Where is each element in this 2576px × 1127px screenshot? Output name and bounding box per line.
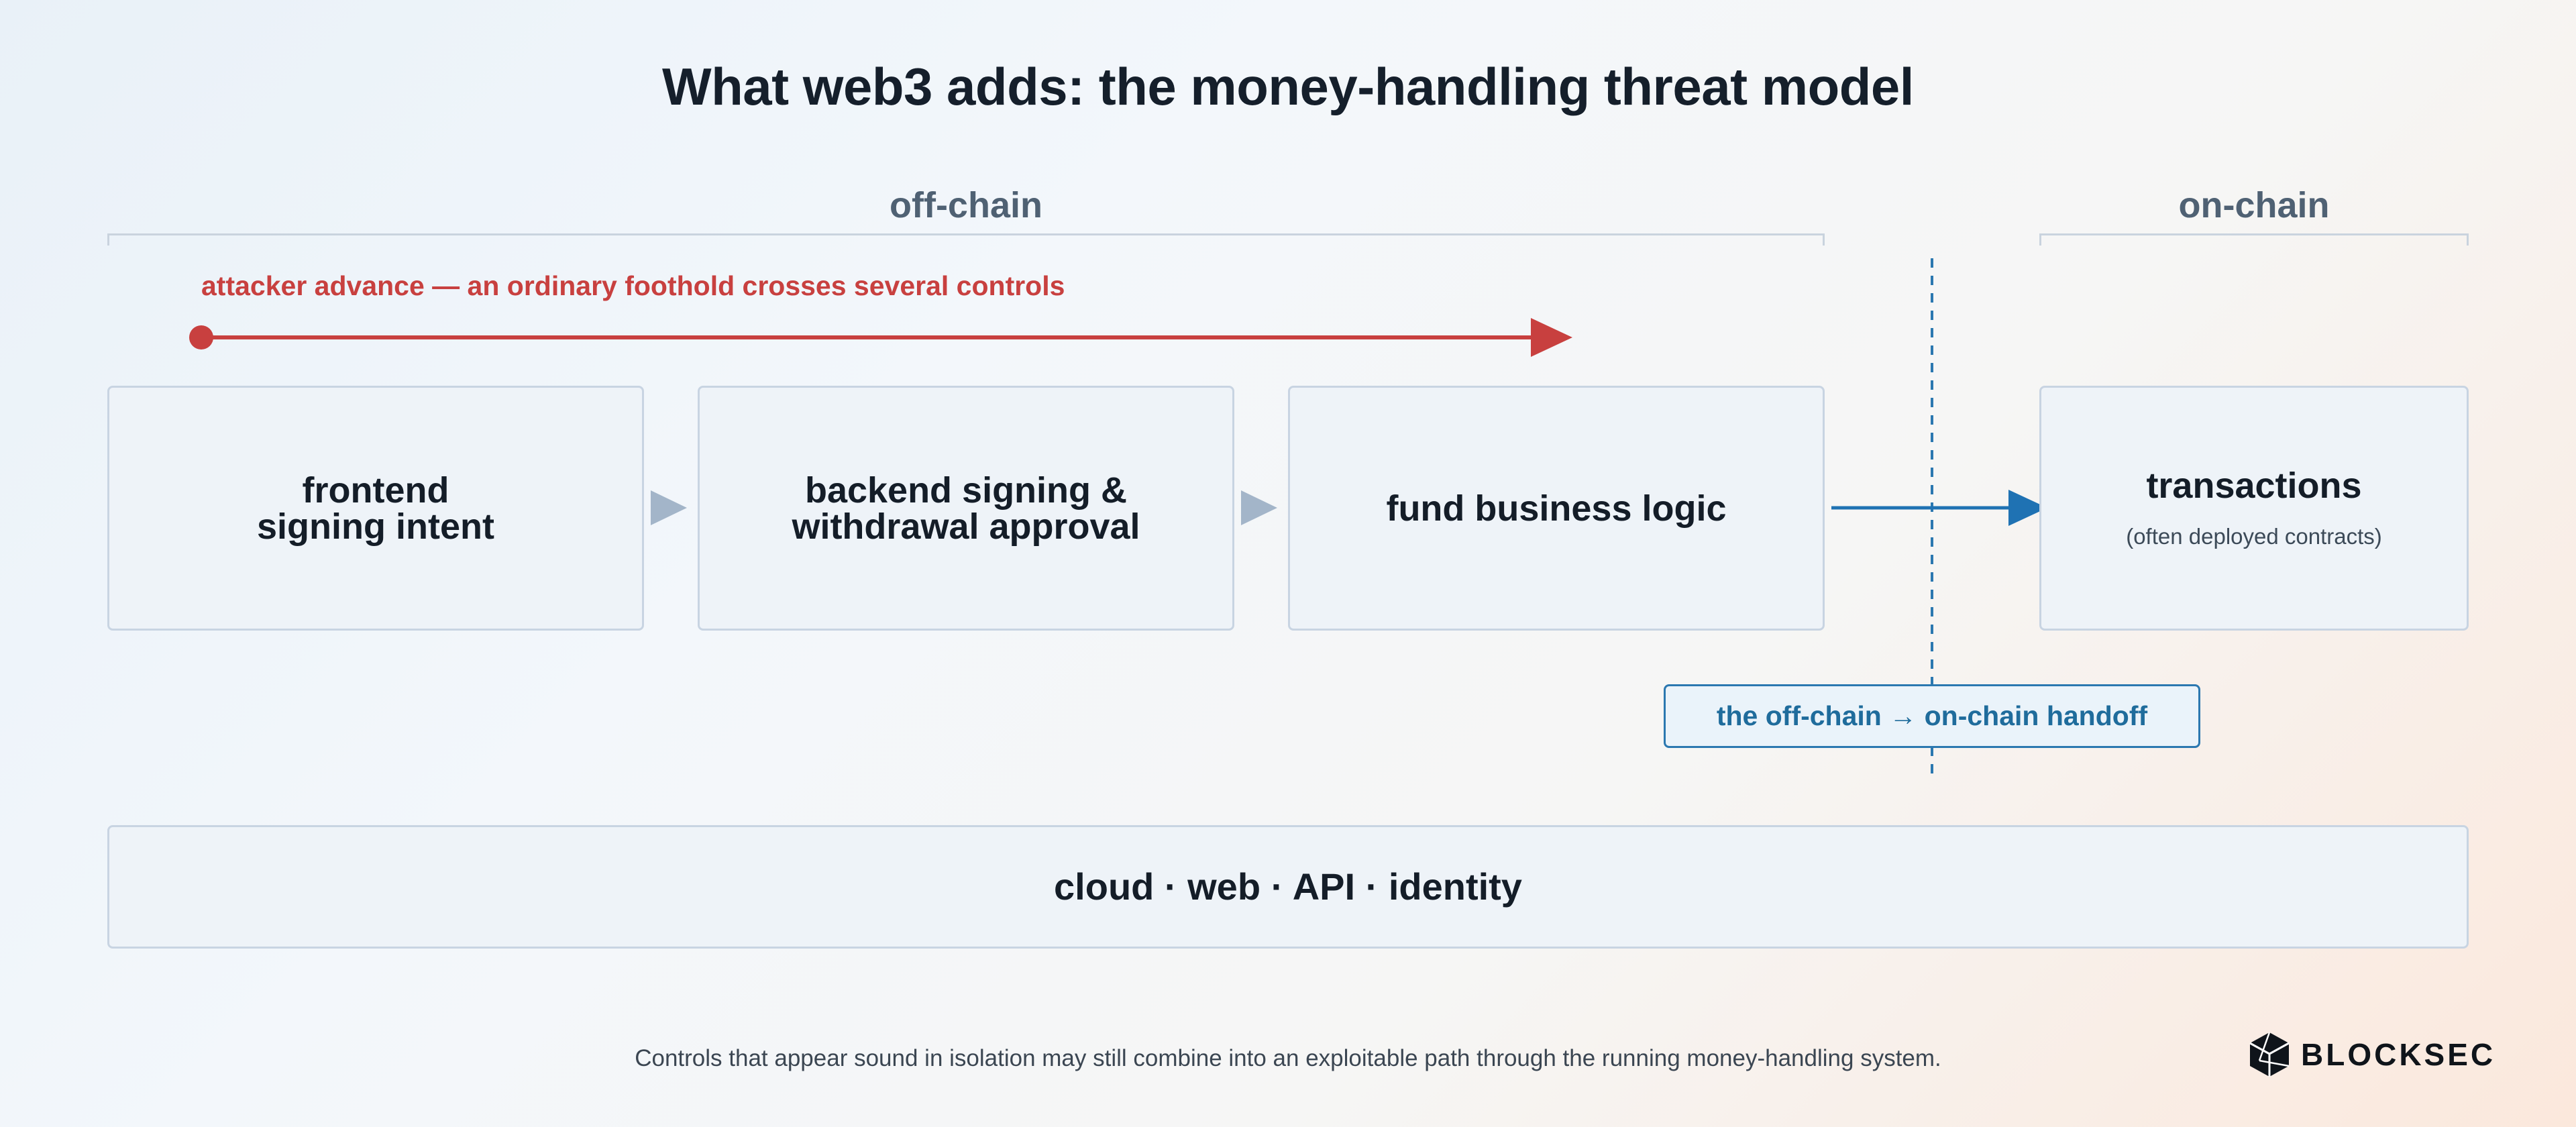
stage-backend: backend signing & withdrawal approval	[698, 386, 1234, 631]
handoff-arrowhead	[2008, 490, 2047, 526]
brand-name: BLOCKSEC	[2301, 1037, 2496, 1072]
stage-transactions-title: transactions	[2146, 465, 2362, 506]
flow-chevron-2	[1241, 490, 1277, 525]
attacker-advance-label: attacker advance — an ordinary foothold …	[201, 270, 1065, 301]
attacker-arrowhead	[1531, 318, 1572, 357]
stage-fund-logic: fund business logic	[1288, 386, 1825, 631]
diagram-title: What web3 adds: the money-handling threa…	[662, 57, 1914, 116]
flow-chevron-1	[651, 490, 687, 525]
on-chain-label: on-chain	[2178, 185, 2330, 225]
off-chain-label: off-chain	[890, 185, 1042, 225]
on-chain-bracket	[2039, 233, 2469, 246]
foundation-layer: cloud · web · API · identity	[107, 825, 2469, 949]
stage-frontend: frontend signing intent	[107, 386, 644, 631]
stage-frontend-title: frontend signing intent	[257, 470, 494, 547]
blocksec-logo-icon	[2249, 1032, 2290, 1077]
stage-transactions-subtitle: (often deployed contracts)	[2126, 523, 2382, 549]
attacker-advance-arrow	[189, 318, 1572, 357]
brand-logo: BLOCKSEC	[2247, 1030, 2496, 1079]
handoff-arrow	[1831, 490, 2047, 526]
stage-backend-title: backend signing & withdrawal approval	[792, 470, 1140, 547]
off-chain-bracket	[107, 233, 1825, 246]
stage-transactions: transactions (often deployed contracts)	[2039, 386, 2469, 631]
foundation-label: cloud · web · API · identity	[1054, 865, 1522, 908]
stage-fund-logic-title: fund business logic	[1386, 488, 1727, 529]
footer-caption: Controls that appear sound in isolation …	[635, 1045, 1941, 1071]
handoff-badge: the off-chain → on-chain handoff	[1664, 684, 2200, 748]
